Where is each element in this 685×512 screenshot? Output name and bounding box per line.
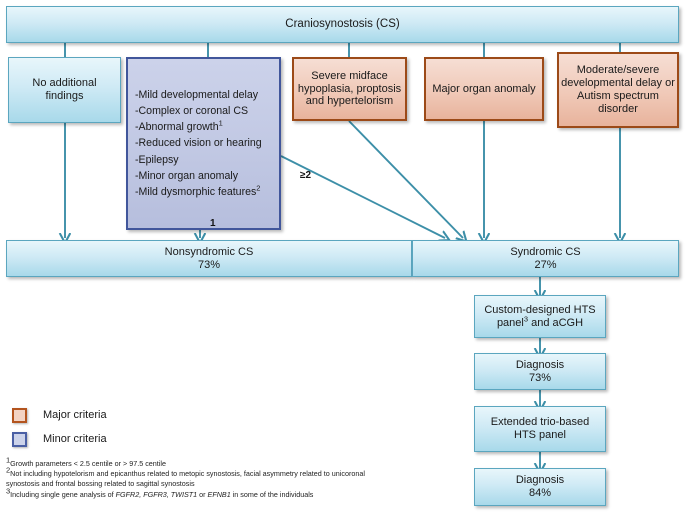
diagnosis-percentage: 73% bbox=[528, 371, 552, 384]
legend-label: Major criteria bbox=[43, 409, 107, 421]
footnote-2: 2Not including hypotelorism and epicanth… bbox=[6, 465, 365, 479]
footnotes: 1Growth parameters < 2.5 centile or > 97… bbox=[6, 455, 406, 500]
node-major-organ-anomaly[interactable]: Major organ anomaly bbox=[424, 57, 544, 121]
node-label: Moderate/severe developmental delay or A… bbox=[561, 64, 675, 115]
node-label: Craniosynostosis (CS) bbox=[285, 17, 400, 30]
node-moderate-severe-dd-asd[interactable]: Moderate/severe developmental delay or A… bbox=[557, 52, 679, 128]
node-no-additional-findings[interactable]: No additional findings bbox=[8, 57, 121, 123]
node-minor-criteria[interactable]: -Mild developmental delay -Complex or co… bbox=[126, 57, 281, 230]
criteria-item: -Mild dysmorphic features2 bbox=[135, 183, 261, 198]
footnote-marker: 2 bbox=[256, 183, 261, 193]
legend-item-minor-criteria: Minor criteria bbox=[12, 427, 107, 451]
gene-name-last: EFNB1 bbox=[207, 489, 231, 499]
outcome-label: Nonsyndromic CS bbox=[164, 245, 254, 258]
node-custom-hts-panel[interactable]: Custom-designed HTS panel3 and aCGH bbox=[474, 295, 606, 338]
node-label: Custom-designed HTS panel3 and aCGH bbox=[484, 303, 596, 329]
node-severe-midface[interactable]: Severe midface hypoplasia, proptosis and… bbox=[292, 57, 407, 121]
edge-minor-to-syndromic bbox=[280, 155, 445, 238]
minor-criteria-list: -Mild developmental delay -Complex or co… bbox=[128, 87, 279, 200]
diagnosis-percentage: 84% bbox=[528, 487, 552, 499]
criteria-item: -Mild developmental delay bbox=[135, 89, 259, 102]
footnote-marker: 1 bbox=[6, 455, 11, 465]
footnote-marker: 3 bbox=[6, 486, 11, 496]
criteria-item: -Complex or coronal CS bbox=[135, 105, 249, 118]
node-extended-trio-hts-panel[interactable]: Extended trio-based HTS panel bbox=[474, 406, 606, 452]
criteria-item: -Reduced vision or hearing bbox=[135, 137, 262, 150]
outcome-percentage: 27% bbox=[534, 258, 557, 271]
footnote-2-continued: synostosis and frontal bossing related t… bbox=[6, 479, 195, 489]
legend-swatch-minor-icon bbox=[12, 431, 27, 447]
footnote-marker: 2 bbox=[6, 465, 11, 475]
legend-item-major-criteria: Major criteria bbox=[12, 403, 107, 427]
node-craniosynostosis-title[interactable]: Craniosynostosis (CS) bbox=[6, 6, 679, 43]
outcome-percentage: 73% bbox=[197, 258, 220, 271]
footnote-1: 1Growth parameters < 2.5 centile or > 97… bbox=[6, 455, 166, 468]
node-label: Severe midface hypoplasia, proptosis and… bbox=[297, 69, 402, 108]
node-label: Extended trio-based HTS panel bbox=[490, 416, 590, 441]
criteria-item: -Abnormal growth1 bbox=[135, 118, 223, 134]
node-label: No additional findings bbox=[32, 77, 97, 102]
footnote-marker: 3 bbox=[523, 313, 529, 323]
node-label: Major organ anomaly bbox=[432, 82, 536, 95]
edge-label-two-or-more: ≥2 bbox=[300, 170, 312, 181]
criteria-item: -Epilepsy bbox=[135, 153, 179, 166]
footnote-marker: 1 bbox=[218, 118, 223, 128]
legend: Major criteria Minor criteria bbox=[12, 403, 107, 451]
outcome-label: Syndromic CS bbox=[510, 245, 581, 258]
gene-names: FGFR2, FGFR3, TWIST1 bbox=[115, 489, 198, 499]
edge-label-one: 1 bbox=[210, 218, 216, 229]
legend-swatch-major-icon bbox=[12, 407, 27, 423]
legend-label: Minor criteria bbox=[43, 433, 107, 445]
criteria-item: -Minor organ anomaly bbox=[135, 169, 239, 182]
edge-midface-to-syndromic bbox=[348, 120, 463, 238]
footnote-3: 3Including single gene analysis of FGFR2… bbox=[6, 486, 314, 499]
